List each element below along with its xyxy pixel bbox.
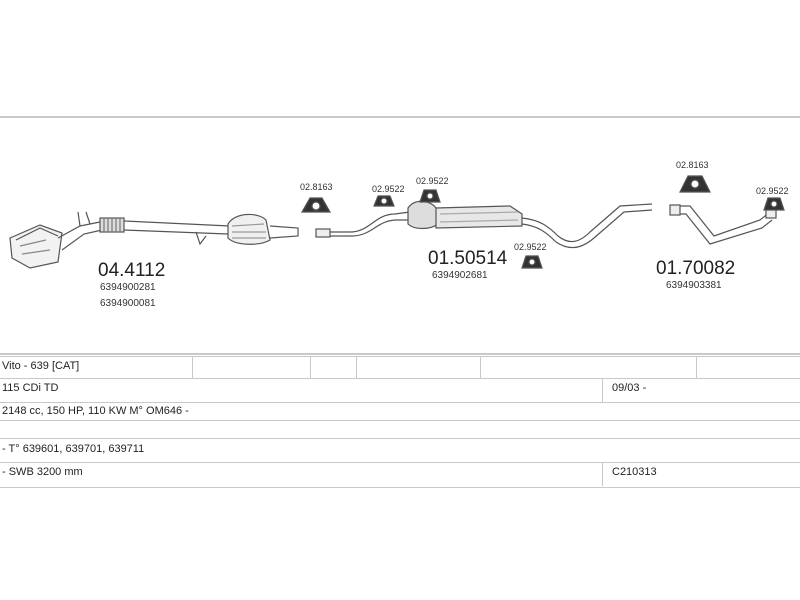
engine-spec-cell: 2148 cc, 150 HP, 110 KW M° OM646 - [2, 405, 189, 417]
row2-divider [602, 378, 603, 402]
rubber-mount-d-drawing [763, 197, 785, 211]
table-row-wheelbase: - SWB 3200 mm C210313 [0, 462, 800, 488]
table-row-spacer [0, 420, 800, 439]
cat-oem-2: 6394900081 [100, 298, 156, 309]
table-row-types: - T° 639601, 639701, 639711 [0, 438, 800, 463]
rubber-a-number: 02.9522 [372, 184, 405, 194]
silencer-oem: 6394902681 [432, 270, 488, 281]
silencer-part-number: 01.50514 [428, 248, 508, 269]
row1-divider-4 [480, 356, 481, 378]
rear-pipe-oem: 6394903381 [666, 280, 722, 291]
top-border [0, 116, 800, 118]
rubber-mount-c-drawing [521, 255, 543, 269]
rear-pipe-part-number: 01.70082 [656, 258, 735, 279]
table-row-model: Vito - 639 [CAT] [0, 356, 800, 379]
clamp-a-drawing [300, 197, 332, 213]
table-top-border [0, 353, 800, 355]
clamp-b-number: 02.8163 [676, 160, 709, 170]
row5-divider [602, 462, 603, 486]
rubber-c-number: 02.9522 [514, 242, 547, 252]
engine-variant-cell: 115 CDi TD [2, 382, 59, 394]
rubber-mount-a-drawing [373, 195, 395, 207]
rubber-mount-b-drawing [419, 189, 441, 203]
types-cell: - T° 639601, 639701, 639711 [2, 443, 145, 455]
rubber-b-number: 02.9522 [416, 176, 449, 186]
catalytic-converter-drawing [9, 211, 299, 269]
clamp-a-number: 02.8163 [300, 182, 333, 192]
table-row-engine-variant: 115 CDi TD 09/03 - [0, 378, 800, 403]
row1-divider-1 [192, 356, 193, 378]
rear-pipe-drawing [669, 203, 777, 245]
rubber-d-number: 02.9522 [756, 186, 789, 196]
cat-part-number: 04.4112 [98, 260, 165, 281]
date-range-cell: 09/03 - [612, 382, 647, 394]
row1-divider-5 [696, 356, 697, 378]
centre-silencer-drawing [315, 200, 653, 249]
cat-oem-1: 6394900281 [100, 282, 156, 293]
clamp-b-drawing [679, 175, 711, 193]
model-cell: Vito - 639 [CAT] [2, 360, 80, 372]
ref-code-cell: C210313 [612, 466, 657, 478]
row1-divider-2 [310, 356, 311, 378]
table-row-engine-spec: 2148 cc, 150 HP, 110 KW M° OM646 - [0, 402, 800, 421]
row1-divider-3 [356, 356, 357, 378]
wheelbase-cell: - SWB 3200 mm [2, 466, 83, 478]
